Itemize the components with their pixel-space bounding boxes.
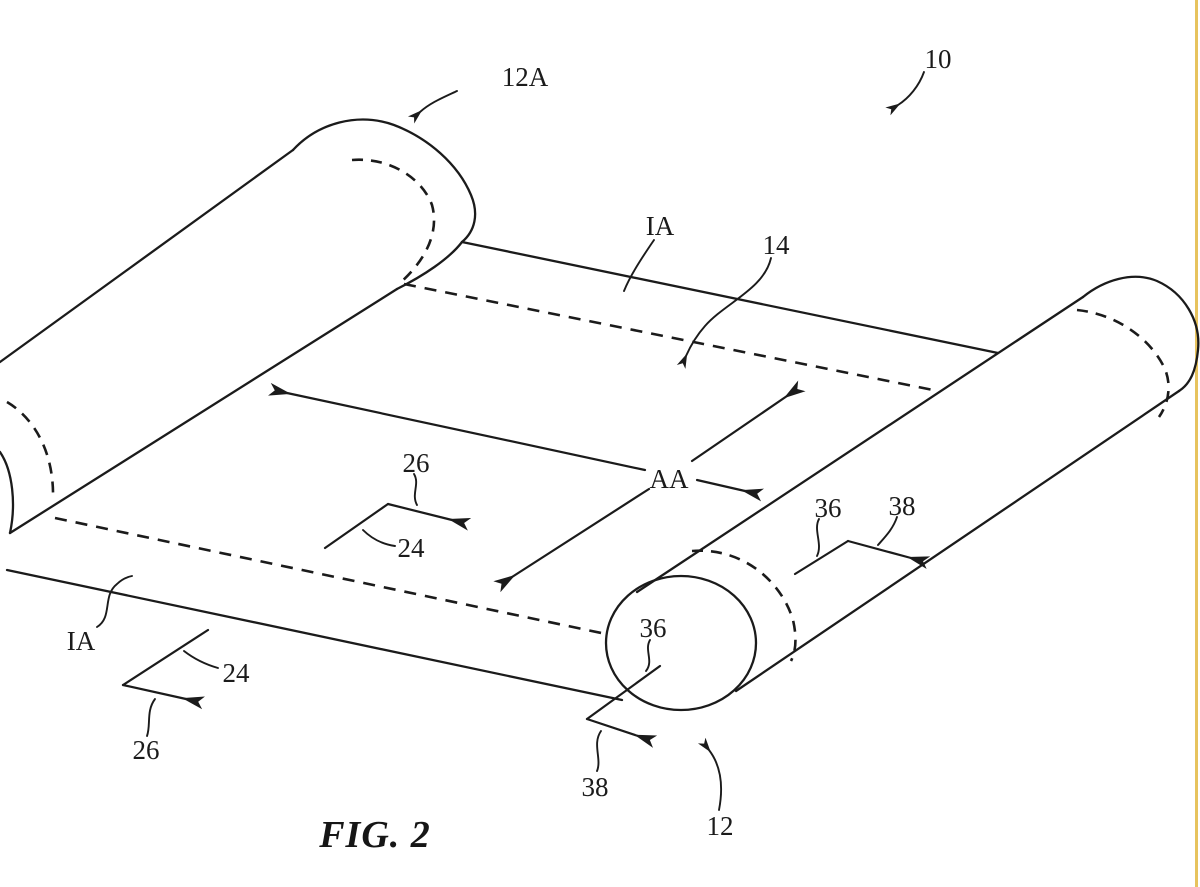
ref-label-26-center: 26 [403,448,430,478]
dimension-arrow-36-38-right [793,539,931,576]
ref-label-24-center: 24 [398,533,426,563]
leader-lines [96,71,925,811]
roller-12a [0,118,477,535]
display-panel [5,240,1000,702]
ref-label-14: 14 [763,230,791,260]
aa-dimension-arrows [268,380,806,593]
ref-label-38-right: 38 [889,491,916,521]
ref-label-aa: AA [650,464,689,494]
roller-12 [604,275,1200,712]
ref-label-ia-bottom: IA [67,626,96,656]
scan-border-right [1195,0,1198,887]
dimension-arrow-24-26-lower-left [121,628,210,710]
ref-label-24-lower: 24 [223,658,251,688]
ref-label-38-lower: 38 [582,772,609,802]
reference-labels: 12A 10 IA 14 26 24 AA 36 38 IA 24 26 36 … [67,44,952,841]
dimension-arrow-36-38-bottom [585,664,662,748]
ref-label-36-right: 36 [815,493,842,523]
ref-label-12a: 12A [502,62,549,92]
ref-label-26-lower: 26 [133,735,160,765]
ref-label-10: 10 [925,44,952,74]
dimension-arrow-24-26-center [323,502,472,550]
ref-label-12: 12 [707,811,734,841]
ref-label-36-lower: 36 [640,613,667,643]
figure-caption: FIG. 2 [318,814,431,856]
ref-label-ia-top: IA [646,211,675,241]
